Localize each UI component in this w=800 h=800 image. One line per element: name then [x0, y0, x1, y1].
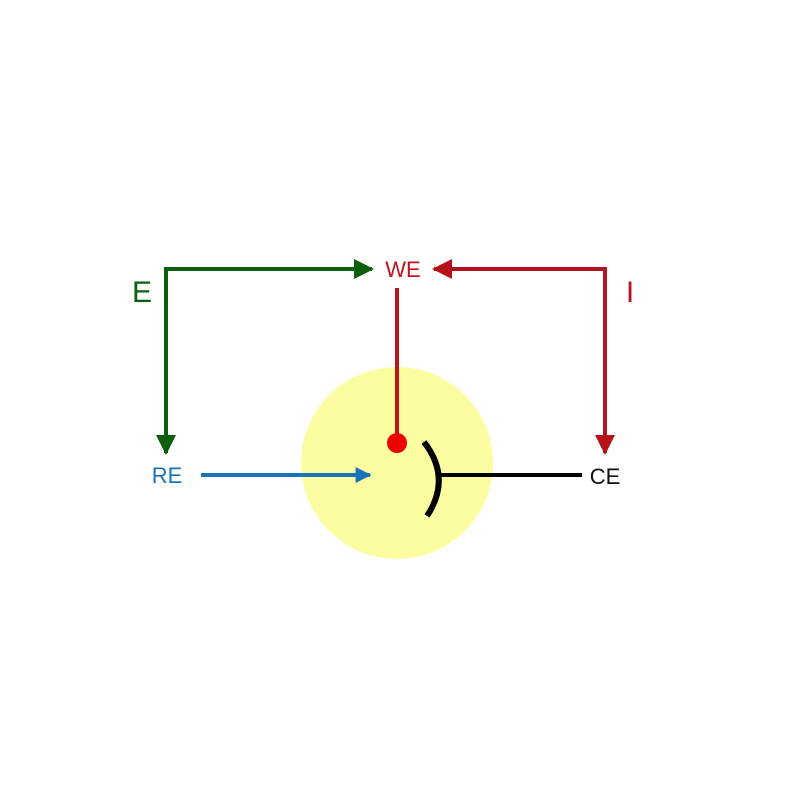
current-path-arrow [432, 259, 615, 455]
re-label: RE [152, 463, 183, 488]
ce-label: CE [590, 464, 621, 489]
potential-path-arrow [156, 259, 374, 455]
current-label: I [626, 276, 634, 309]
counter-electrode-arc [421, 440, 442, 518]
potential-label: E [132, 276, 152, 309]
we-label: WE [385, 257, 420, 282]
working-electrode-dot [387, 433, 407, 453]
